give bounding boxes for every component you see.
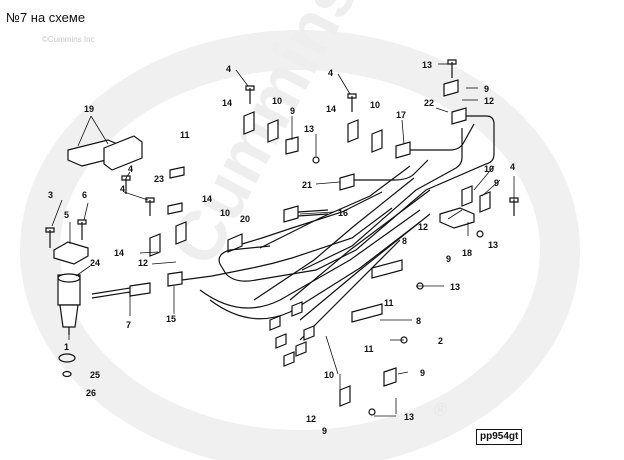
part-number-label: 14 [326,104,336,114]
part-number-label: 22 [424,98,434,108]
part-number-label: 6 [82,190,87,200]
part-number-label: 9 [322,426,327,436]
part-number-label: 14 [114,248,124,258]
part-number-label: 13 [422,60,432,70]
copyright-text: ©Cummins Inc [42,35,95,44]
part-number-label: 9 [484,84,489,94]
part-number-label: 4 [128,164,133,174]
part-number-label: 9 [446,254,451,264]
part-number-label: 12 [306,414,316,424]
part-number-label: 13 [304,124,314,134]
part-number-label: 8 [416,316,421,326]
part-number-label: 16 [338,208,348,218]
part-number-label: 2 [438,336,443,346]
part-number-label: 13 [404,412,414,422]
part-number-label: 26 [86,388,96,398]
part-number-label: 20 [240,214,250,224]
line-ends [269,301,315,367]
part-number-label: 17 [396,110,406,120]
part-number-label: 10 [324,370,334,380]
registered-mark: ® [434,400,447,420]
part-number-label: 24 [90,258,100,268]
part-number-label: 1 [64,342,69,352]
part-number-label: 10 [220,208,230,218]
part-number-label: 12 [418,222,428,232]
part-number-label: 9 [494,178,499,188]
part-number-label: 18 [462,248,472,258]
part-number-label: 21 [302,180,312,190]
part-number-label: 4 [328,68,333,78]
part-number-label: 10 [484,164,494,174]
part-numbers: 3 5 6 24 1 25 26 19 4 4 23 11 14 12 14 1… [48,60,515,436]
part-number-label: 12 [138,258,148,268]
part-number-label: 4 [120,184,125,194]
part-number-label: 9 [420,368,425,378]
part-number-label: 11 [364,344,374,354]
part-number-label: 10 [272,96,282,106]
part-number-label: 11 [384,298,394,308]
part-number-label: 5 [64,210,69,220]
part-number-label: 11 [180,130,190,140]
fuel-lines [181,115,495,341]
part-number-label: 14 [222,98,232,108]
part-number-label: 23 [154,174,164,184]
part-number-label: 10 [370,100,380,110]
part-number-label: 12 [484,96,494,106]
part-number-label: 15 [166,314,176,324]
leader-lines [51,63,515,417]
part-number-label: 25 [90,370,100,380]
part-number-label: 9 [290,106,295,116]
drawing-lines [45,59,519,417]
part-number-label: 13 [488,240,498,250]
part-number-label: 4 [226,64,231,74]
part-number-label: 13 [450,282,460,292]
part-number-label: 8 [402,236,407,246]
reference-code-label: pp954gt [476,429,523,445]
part-number-label: 4 [510,162,515,172]
part-number-label: 7 [126,320,131,330]
part-number-label: 19 [84,104,94,114]
part-number-label: 3 [48,190,53,200]
part-number-label: 14 [202,194,212,204]
page-title: №7 на схеме [6,10,86,25]
